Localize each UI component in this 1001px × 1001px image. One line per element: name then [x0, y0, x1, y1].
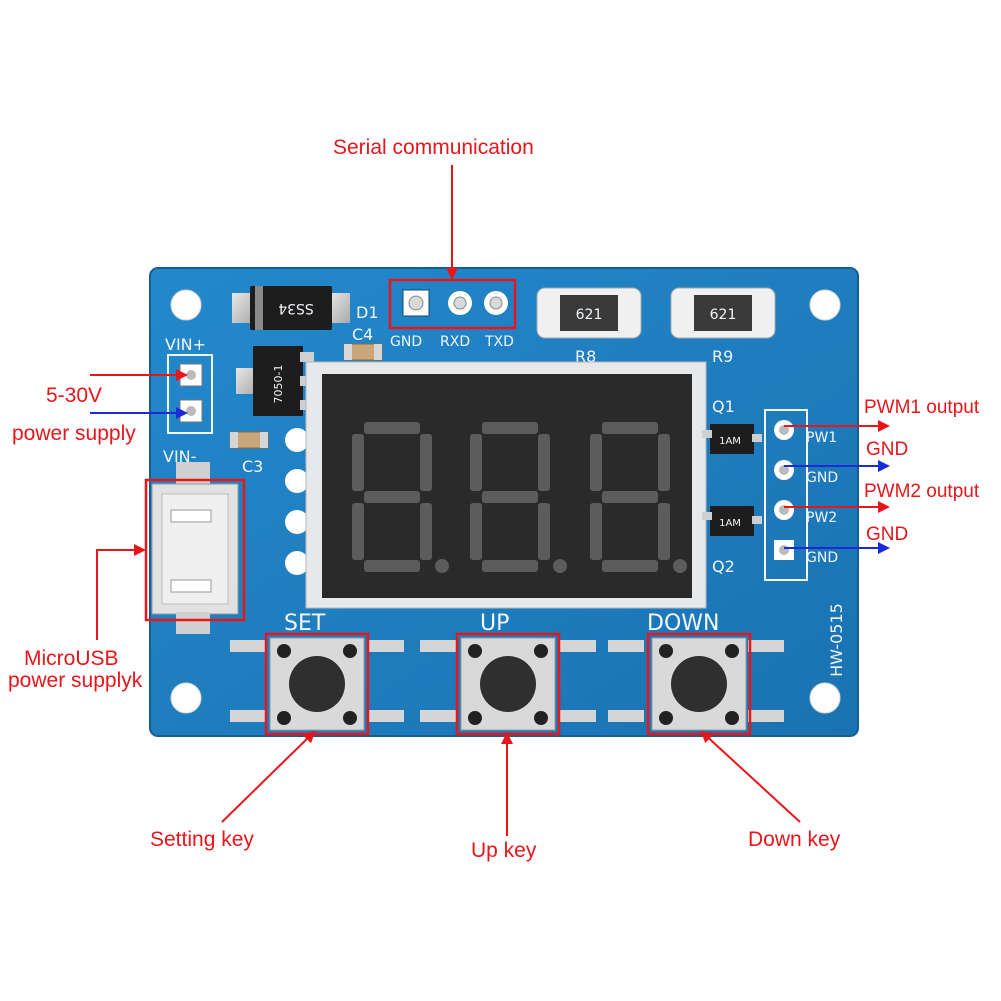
capacitor-c3 [229, 431, 269, 449]
digit-1-segment-c [420, 503, 432, 560]
microusb-label: MicroUSB [24, 647, 119, 670]
digit-3-segment-d [602, 560, 658, 572]
gnd2-label: GND [866, 524, 909, 545]
digit-3-decimal-point [673, 559, 687, 573]
digit-1-segment-a [364, 422, 420, 434]
digit-2-segment-e [470, 503, 482, 560]
mount-hole-br [809, 682, 841, 714]
c4-label: C4 [352, 325, 373, 344]
down-key-arrow [700, 730, 801, 823]
pwm1-output-label: PWM1 output [864, 397, 980, 418]
serial-highlight [388, 278, 517, 330]
mount-hole-tl [170, 289, 202, 321]
digit-3-segment-e [590, 503, 602, 560]
setting-key-arrow [221, 730, 316, 823]
digit-3-segment-b [658, 434, 670, 491]
out-pin-gnd1: GND [806, 470, 838, 486]
microusb-connector[interactable] [151, 462, 239, 634]
microusb-highlight [144, 478, 246, 622]
d1-label: D1 [356, 303, 379, 322]
mount-hole-bl [170, 682, 202, 714]
down-button[interactable] [608, 637, 784, 731]
resistor-r9: 621 [670, 287, 776, 339]
digit-2-segment-b [538, 434, 550, 491]
diode-code: SS34 [278, 300, 314, 316]
serial-pin-txd: TXD [484, 334, 514, 350]
setting-key-label: Setting key [150, 828, 254, 851]
set-button[interactable] [230, 637, 404, 731]
transistor-q1: 1AM [702, 424, 762, 454]
digit-2-segment-c [538, 503, 550, 560]
q2-code: 1AM [719, 518, 741, 529]
power-supply-label: power supply [12, 422, 136, 445]
display-pads [285, 428, 309, 575]
serial-communication-label: Serial communication [333, 136, 534, 159]
seven-segment-display [305, 361, 707, 609]
serial-pin-rxd: RXD [440, 334, 470, 350]
key-label-set: SET [284, 611, 326, 636]
down-key-label: Down key [748, 828, 841, 851]
out-pin-pw2: PW2 [806, 510, 837, 526]
digit-1-decimal-point [435, 559, 449, 573]
vin-minus-label: VIN- [163, 447, 196, 466]
diode-d1: SS34 [232, 286, 350, 330]
serial-header [402, 289, 508, 317]
digit-3-segment-g [602, 491, 658, 503]
key-label-down: DOWN [647, 611, 719, 636]
c3-label: C3 [242, 457, 263, 476]
digit-1-segment-e [352, 503, 364, 560]
microusb-arrow [96, 544, 146, 640]
r8-label: R8 [575, 347, 596, 366]
digit-1-segment-d [364, 560, 420, 572]
out-pin-pw1: PW1 [806, 430, 837, 446]
digit-2-segment-f [470, 434, 482, 491]
model-label: HW-0515 [827, 603, 846, 677]
digit-1-segment-b [420, 434, 432, 491]
power-voltage-label: 5-30V [46, 384, 103, 407]
digit-2-segment-a [482, 422, 538, 434]
capacitor-c4 [343, 343, 383, 361]
mount-hole-tr [809, 289, 841, 321]
digit-1-segment-g [364, 491, 420, 503]
up-button[interactable] [420, 637, 596, 731]
key-label-up: UP [480, 611, 509, 636]
out-pin-gnd2: GND [806, 550, 838, 566]
digit-2-decimal-point [553, 559, 567, 573]
r9-label: R9 [712, 347, 733, 366]
gnd1-label: GND [866, 439, 909, 460]
q1-code: 1AM [719, 436, 741, 447]
digit-2-segment-g [482, 491, 538, 503]
q1-label: Q1 [712, 397, 735, 416]
digit-3-segment-a [602, 422, 658, 434]
set-highlight [264, 632, 370, 736]
digit-1-segment-f [352, 434, 364, 491]
serial-pin-gnd: GND [390, 334, 422, 350]
regulator-code: 7050-1 [272, 365, 285, 404]
resistor-r8: 621 [536, 287, 642, 339]
r9-code: 621 [710, 307, 737, 323]
digit-3-segment-f [590, 434, 602, 491]
q2-label: Q2 [712, 557, 735, 576]
digit-2-segment-d [482, 560, 538, 572]
up-key-label: Up key [471, 839, 537, 862]
transistor-q2: 1AM [702, 506, 762, 536]
annotation-arrows [90, 165, 890, 836]
vin-plus-label: VIN+ [165, 335, 206, 354]
digit-3-segment-c [658, 503, 670, 560]
microusb-power-label: power supplyk [8, 669, 143, 692]
pwm2-output-label: PWM2 output [864, 481, 980, 502]
r8-code: 621 [576, 307, 603, 323]
down-highlight [646, 632, 752, 736]
